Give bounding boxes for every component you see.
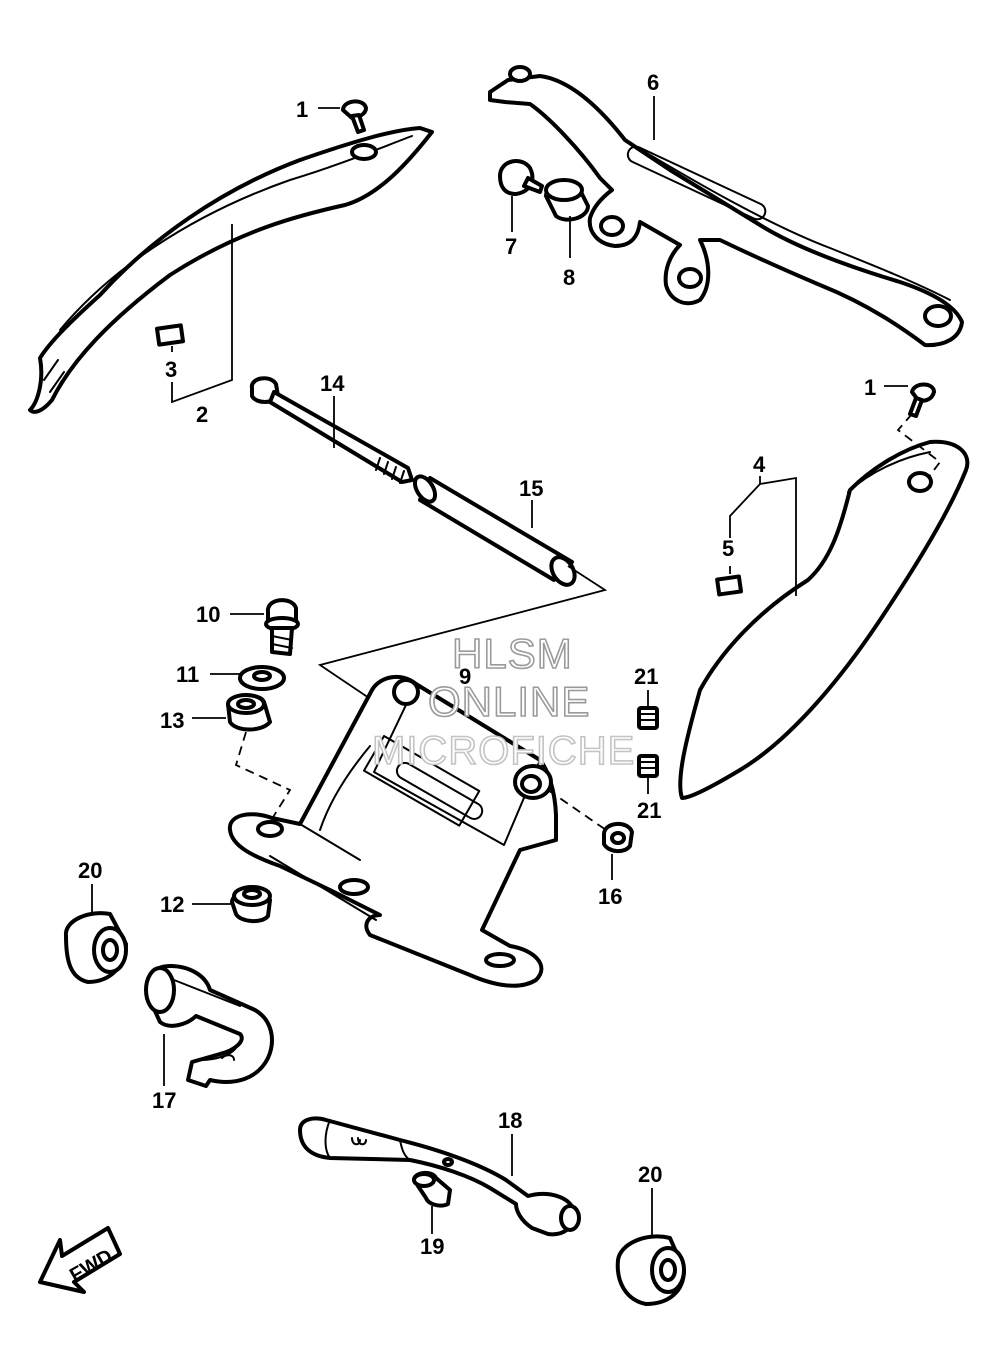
leader-lines [91, 96, 908, 1238]
callout-part-11: 11 [176, 662, 199, 687]
part-21-clip-upper [637, 706, 659, 730]
callout-part-5: 5 [722, 536, 734, 561]
callout-part-8: 8 [563, 265, 575, 290]
callout-part-14: 14 [320, 371, 345, 396]
callout-part-19: 19 [420, 1234, 444, 1259]
part-20-rubber-left [63, 911, 128, 984]
guide-line-13-to-9 [234, 731, 292, 823]
callout-part-13: 13 [160, 708, 184, 733]
callout-part-17: 17 [152, 1088, 176, 1113]
callout-part-18: 18 [498, 1108, 522, 1133]
callout-numbers: 1 2 3 6 7 8 1 14 15 4 5 10 11 13 9 21 21… [78, 70, 876, 1259]
part-10-flange-bolt [264, 598, 300, 656]
callout-part-20-right: 20 [638, 1162, 662, 1187]
part-8-collar [544, 178, 590, 222]
part-11-washer [238, 665, 286, 691]
part-19-bolt [412, 1171, 452, 1208]
callout-part-7: 7 [505, 234, 517, 259]
part-1-screw-right [908, 382, 936, 418]
callout-part-12: 12 [160, 892, 184, 917]
callout-part-4: 4 [753, 452, 766, 477]
callout-part-1-top: 1 [296, 97, 308, 122]
guide-line-1-to-4 [896, 413, 942, 479]
callout-part-15: 15 [519, 476, 543, 501]
watermark-line-1: HLSM [452, 630, 573, 677]
part-12-collar [230, 885, 272, 923]
part-16-nut [602, 822, 634, 853]
callout-part-16: 16 [598, 884, 622, 909]
part-6-upper-bracket [488, 65, 964, 348]
callout-part-6: 6 [647, 70, 659, 95]
part-2-side-cover-left [28, 126, 434, 414]
part-9-main-bracket [227, 674, 558, 988]
callout-part-3: 3 [165, 357, 177, 382]
part-21-clip-lower [637, 754, 659, 778]
watermark-line-2: ONLINE [428, 678, 590, 725]
part-18-footrest-arm-right [298, 1116, 581, 1237]
part-4-side-cover-right [678, 439, 970, 800]
callout-part-2: 2 [196, 402, 208, 427]
watermark: HLSM ONLINE MICROFICHE [371, 629, 635, 774]
watermark-line-3: MICROFICHE [372, 729, 635, 773]
part-20-rubber-right [615, 1234, 686, 1306]
callout-part-21-upper: 21 [634, 664, 658, 689]
part-1-screw-top [341, 99, 368, 134]
part-7-bolt [498, 159, 544, 196]
fwd-direction-marker: FWD [38, 1226, 122, 1294]
part-3-label-plate [155, 323, 185, 347]
callout-part-1-right: 1 [864, 375, 876, 400]
callout-part-10: 10 [196, 602, 220, 627]
part-17-footrest-arm-left [144, 964, 274, 1088]
fwd-arrow-icon [38, 1226, 122, 1294]
part-13-grommet [226, 693, 272, 732]
part-14-long-bolt [249, 376, 414, 484]
part-5-label-plate [715, 574, 744, 597]
callout-part-20-left: 20 [78, 858, 102, 883]
guide-line-16-to-9 [547, 789, 607, 831]
guide-line-15-to-9 [317, 565, 608, 701]
part-15-sleeve [412, 474, 577, 587]
callout-part-21-lower: 21 [637, 798, 661, 823]
callout-part-9: 9 [459, 664, 471, 689]
